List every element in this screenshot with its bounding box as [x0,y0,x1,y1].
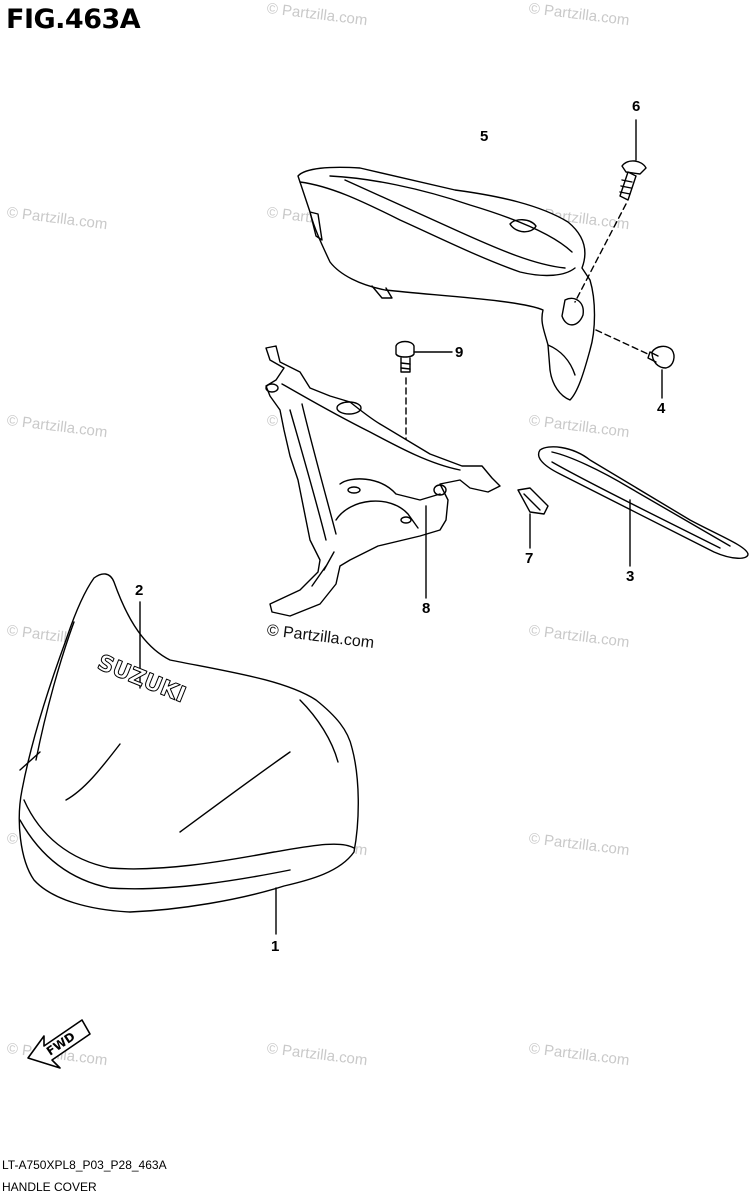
callout-9: 9 [455,344,464,361]
part-8-bracket [265,345,501,617]
callout-1: 1 [271,938,280,955]
figure-title: FIG.463A [6,4,141,35]
diagram-caption: HANDLE COVER [2,1180,97,1194]
diagram-code: LT-A750XPL8_P03_P28_463A [2,1158,167,1172]
part-9-bolt [395,340,453,521]
part-7-nut [517,487,549,549]
part-1-front-cover [18,573,359,935]
callout-6: 6 [632,98,641,115]
part-4-clip [595,329,675,399]
callout-7: 7 [525,550,534,567]
callout-5: 5 [480,128,489,145]
part-3-trim [537,446,749,567]
callout-3: 3 [626,568,635,585]
fwd-arrow-icon: FWD [27,1019,91,1069]
part-6-screw [574,119,647,303]
part-5-upper-cover [297,166,596,401]
callout-4: 4 [657,400,666,417]
callout-8: 8 [422,600,431,617]
callout-2: 2 [135,582,144,599]
